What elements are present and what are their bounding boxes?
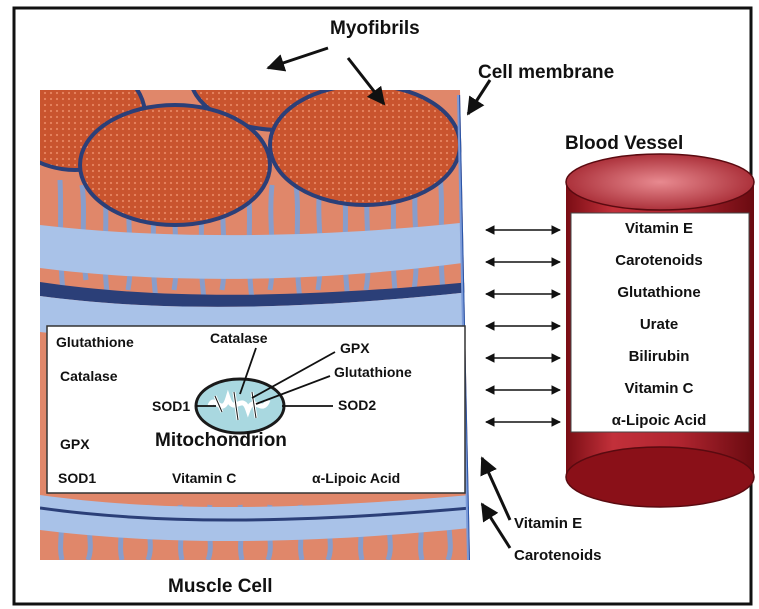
myofibrils-label: Myofibrils: [330, 18, 420, 40]
mitochondrion-label: Mitochondrion: [155, 430, 287, 452]
vessel-item-vitamin-e: Vitamin E: [568, 220, 750, 237]
mito-gpx-label: GPX: [340, 340, 370, 356]
exchange-arrows: [486, 230, 560, 422]
vessel-item-vitamin-c: Vitamin C: [568, 380, 750, 397]
vessel-item-carotenoids: Carotenoids: [568, 252, 750, 269]
vessel-item-lipoic-acid: α-Lipoic Acid: [568, 412, 750, 429]
mito-glutathione-label: Glutathione: [334, 364, 412, 380]
cytosol-vitamin-c-label: Vitamin C: [172, 470, 236, 486]
cytosol-catalase-label: Catalase: [60, 368, 118, 384]
vessel-item-bilirubin: Bilirubin: [568, 348, 750, 365]
cytosol-glutathione-label: Glutathione: [56, 334, 134, 350]
membrane-vitamin-e-label: Vitamin E: [514, 515, 582, 532]
muscle-cell-label: Muscle Cell: [168, 576, 273, 598]
mito-sod2-label: SOD2: [338, 397, 376, 413]
membrane-carotenoids-label: Carotenoids: [514, 547, 602, 564]
cell-membrane-label: Cell membrane: [478, 62, 614, 84]
mito-sod1-label: SOD1: [152, 398, 190, 414]
cytosol-gpx-label: GPX: [60, 436, 90, 452]
mito-catalase-label: Catalase: [210, 330, 268, 346]
blood-vessel-label: Blood Vessel: [565, 133, 683, 155]
vessel-item-glutathione: Glutathione: [568, 284, 750, 301]
vessel-item-urate: Urate: [568, 316, 750, 333]
cytosol-sod1-label: SOD1: [58, 470, 96, 486]
cytosol-lipoic-acid-label: α-Lipoic Acid: [312, 470, 400, 486]
